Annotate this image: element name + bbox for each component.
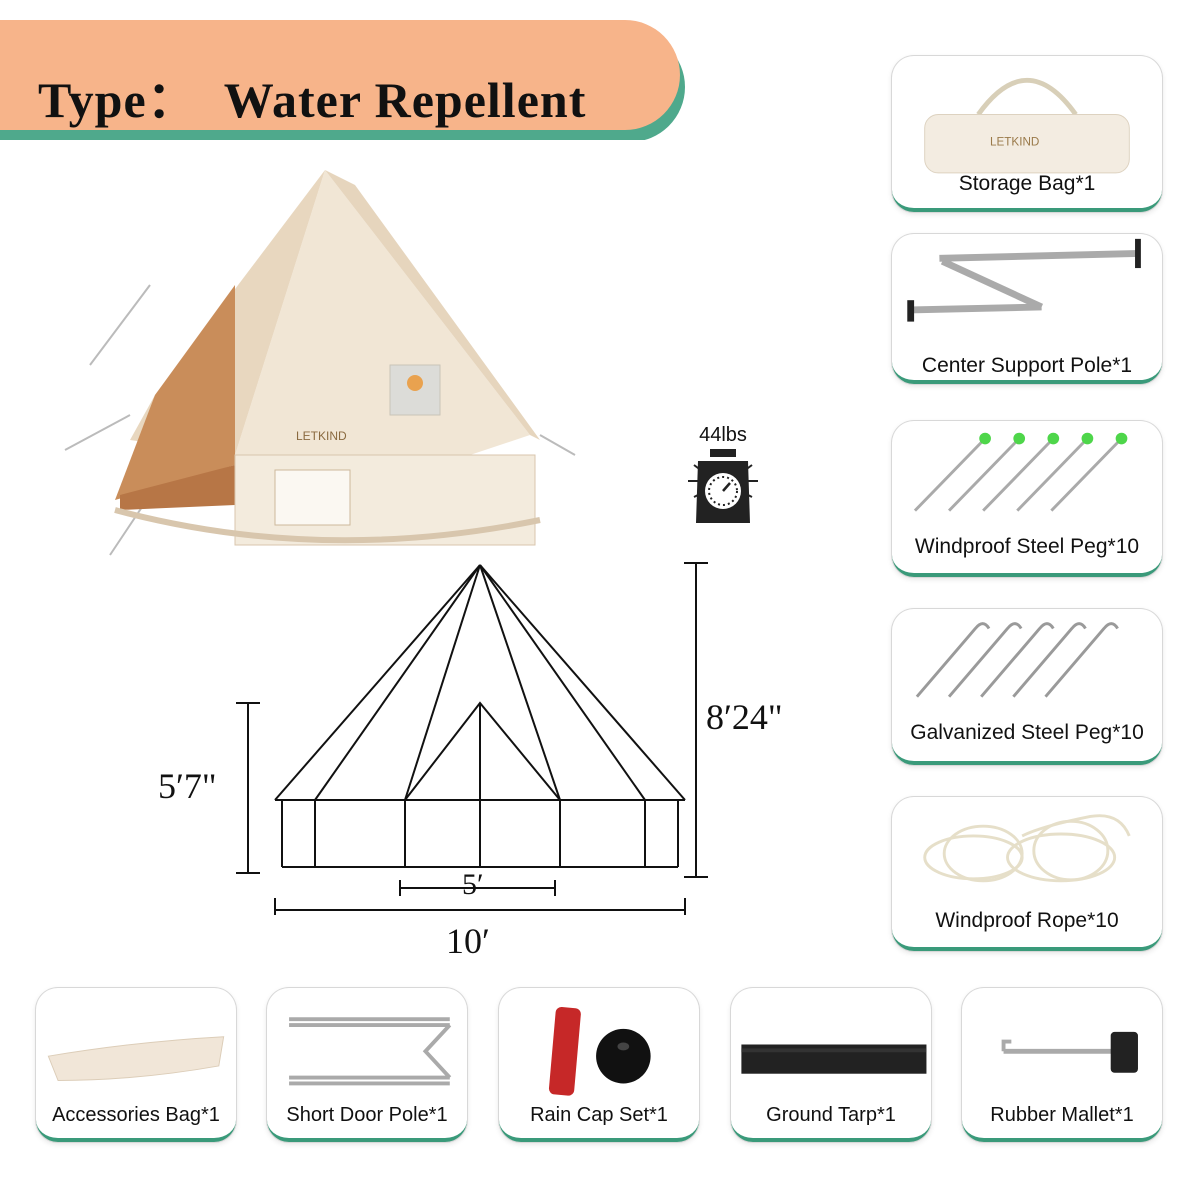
wall-height-label: 5′7" [158, 766, 217, 806]
type-title: Type： Water Repellent [38, 72, 587, 128]
accessory-label: Rubber Mallet*1 [990, 1104, 1134, 1126]
rope-image [923, 814, 1131, 883]
weight-value: 44lbs [699, 424, 747, 446]
accessory-card-rope: Windproof Rope*10 [892, 797, 1162, 951]
accessory-card-windproof-peg: Windproof Steel Peg*10 [892, 421, 1162, 577]
scale-icon [688, 449, 758, 523]
accessory-card-storage-bag: LETKIND Storage Bag*1 [892, 56, 1162, 212]
weight-indicator: 44lbs [686, 424, 760, 532]
door-pole-image [289, 1017, 452, 1086]
accessory-card-accessories-bag: Accessories Bag*1 [36, 988, 236, 1142]
tent-photo: LETKIND [64, 170, 576, 556]
accessory-label: Storage Bag*1 [958, 172, 1096, 195]
storage-bag-brand: LETKIND [990, 136, 1039, 149]
accessory-label: Windproof Steel Peg*10 [914, 535, 1140, 558]
accessory-label: Galvanized Steel Peg*10 [910, 721, 1144, 744]
accessory-label: Accessories Bag*1 [52, 1104, 220, 1126]
door-width-label: 5′ [462, 868, 484, 901]
total-height-label: 8′24" [706, 697, 783, 737]
accessory-card-center-pole: Center Support Pole*1 [892, 234, 1162, 384]
ground-tarp-image [741, 1044, 927, 1074]
type-banner: Type： Water Repellent [0, 20, 685, 140]
accessory-label: Ground Tarp*1 [766, 1104, 896, 1126]
accessory-label: Center Support Pole*1 [921, 354, 1133, 377]
galvanized-peg-image [915, 622, 1119, 698]
tent-dimension-drawing [236, 562, 708, 915]
accessory-label: Short Door Pole*1 [286, 1104, 448, 1126]
rubber-mallet-image [1001, 1031, 1138, 1073]
rain-cap-image [548, 1007, 651, 1096]
accessory-card-door-pole: Short Door Pole*1 [267, 988, 467, 1142]
accessory-card-rubber-mallet: Rubber Mallet*1 [962, 988, 1162, 1142]
tent-brand: LETKIND [296, 429, 347, 443]
accessory-card-ground-tarp: Ground Tarp*1 [731, 988, 931, 1142]
accessories-bag-image [47, 1036, 225, 1082]
accessory-card-rain-cap: Rain Cap Set*1 [499, 988, 699, 1142]
storage-bag-image: LETKIND [924, 78, 1130, 174]
accessory-label: Windproof Rope*10 [935, 909, 1119, 932]
base-width-label: 10′ [446, 921, 490, 961]
accessory-label: Rain Cap Set*1 [530, 1104, 668, 1126]
center-pole-image [907, 238, 1141, 322]
accessory-card-galvanized-peg: Galvanized Steel Peg*10 [892, 609, 1162, 765]
banner-shape [0, 20, 685, 140]
windproof-peg-image [913, 432, 1128, 512]
